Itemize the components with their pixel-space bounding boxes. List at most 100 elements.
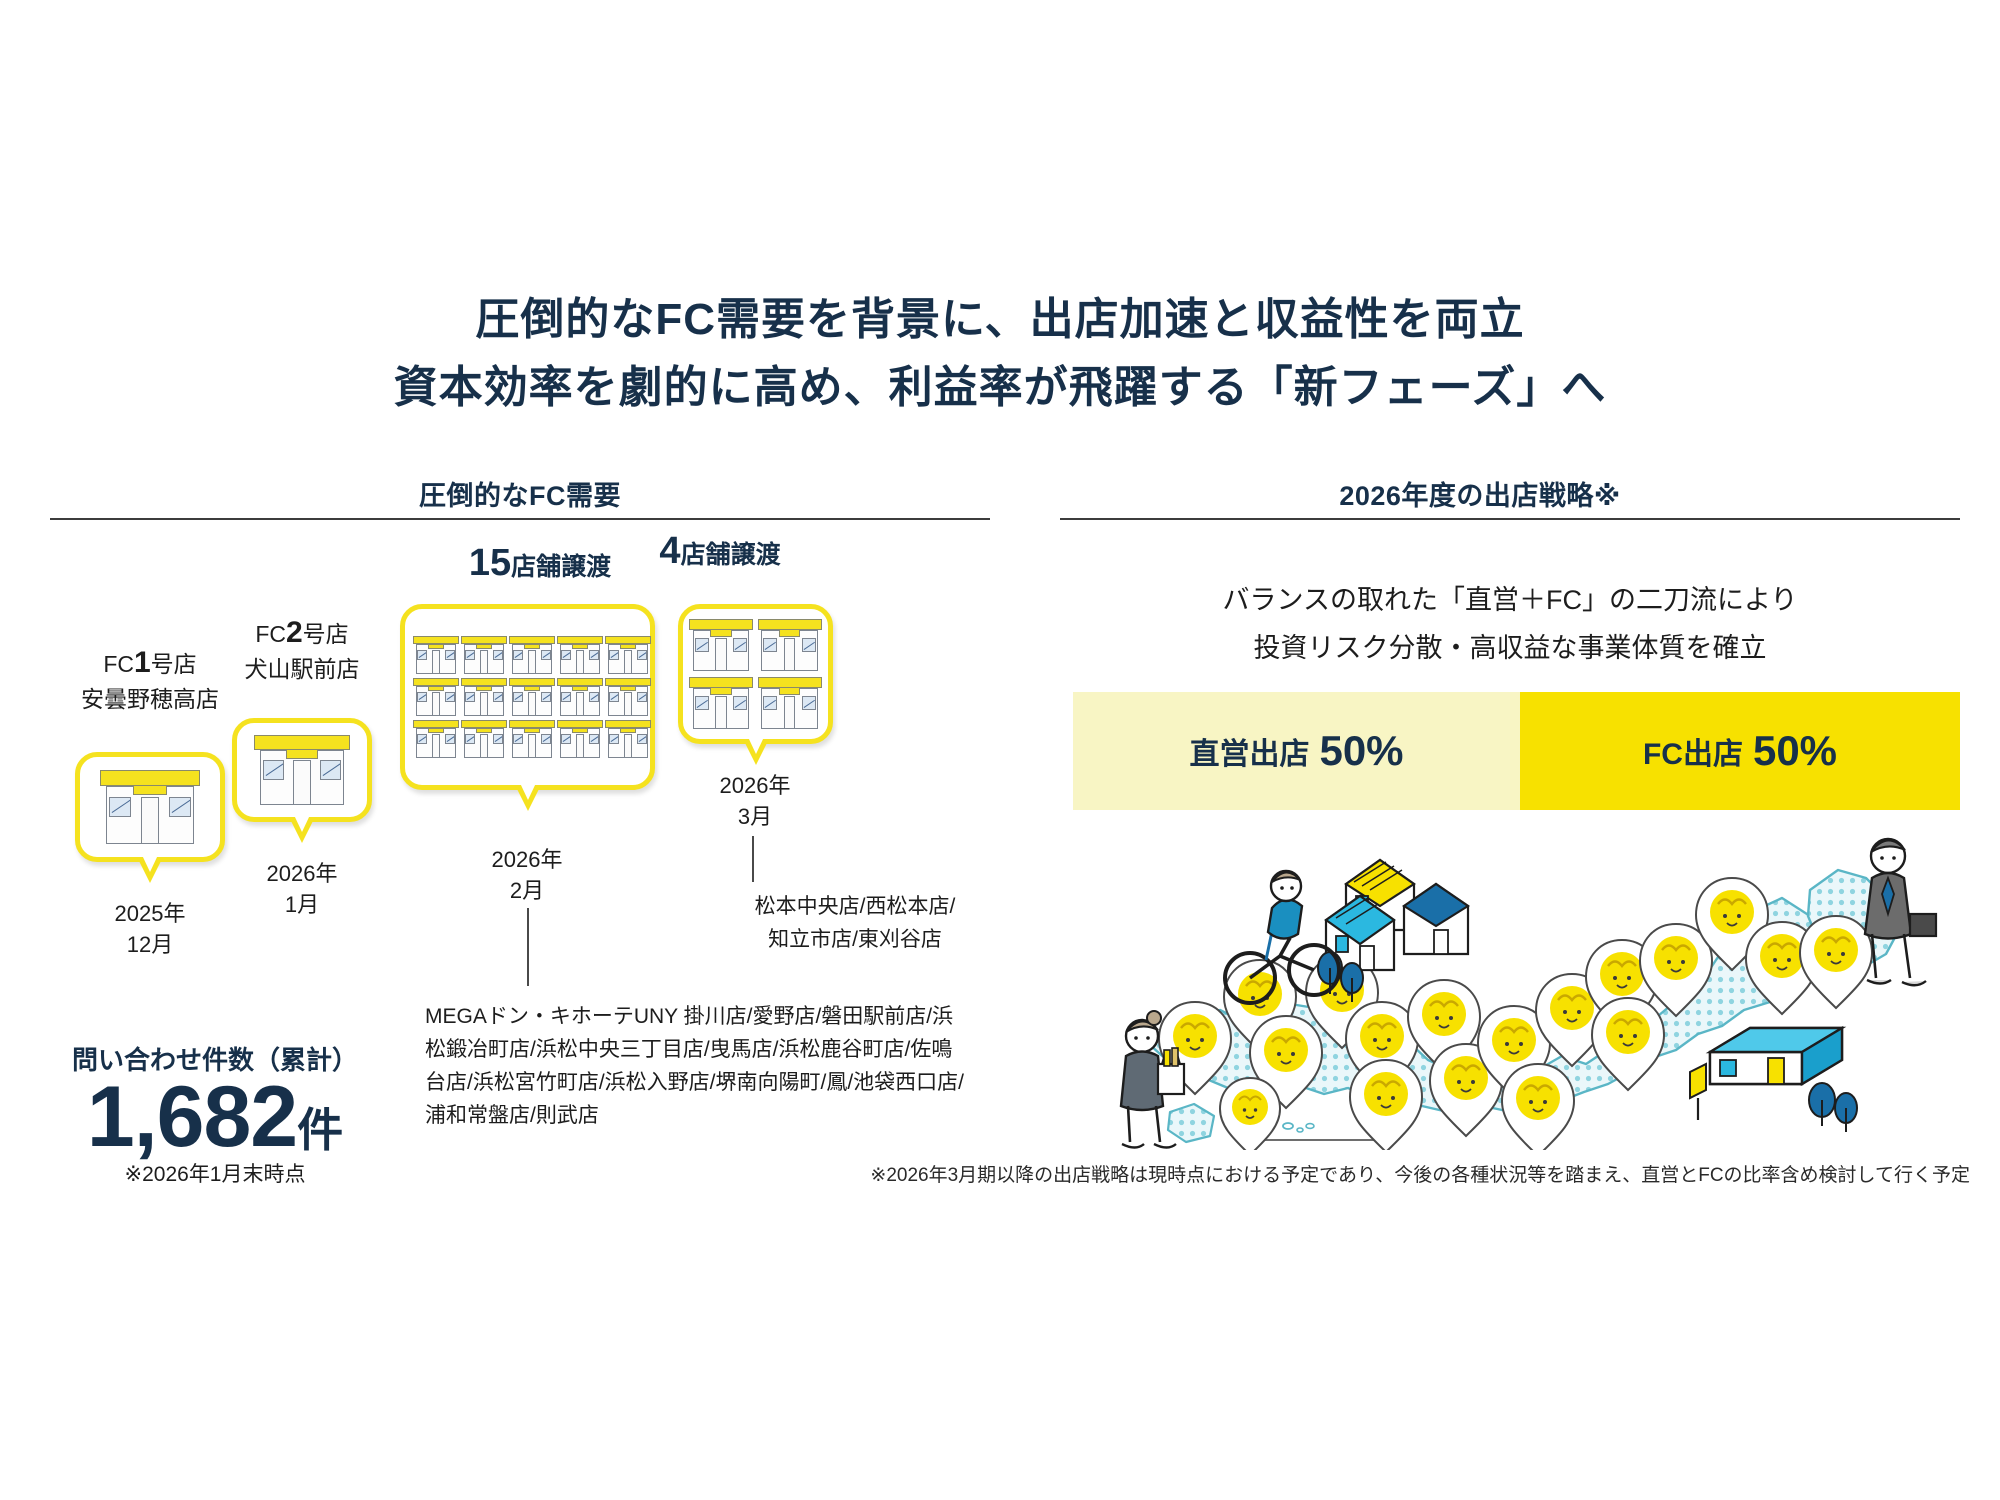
fc-store-1-name: 安曇野穂高店 bbox=[81, 686, 219, 712]
fc-store-1-date-month: 12月 bbox=[126, 932, 174, 957]
shopper-illustration bbox=[1119, 1010, 1186, 1149]
store-icon bbox=[757, 677, 822, 729]
fc-store-1-suffix: 号店 bbox=[150, 651, 197, 677]
store-icon bbox=[100, 770, 200, 844]
store-window-left-icon bbox=[609, 691, 620, 703]
store-icon bbox=[605, 720, 651, 758]
store-door-icon bbox=[141, 796, 159, 844]
title-line-1: 圧倒的なFC需要を背景に、出店加速と収益性を両立 bbox=[475, 295, 1525, 344]
store-window-left-icon bbox=[609, 733, 620, 745]
batch-15-count-suffix: 店舗譲渡 bbox=[511, 553, 612, 581]
store-door-icon bbox=[293, 760, 311, 805]
store-door-icon bbox=[527, 733, 537, 758]
store-door-icon bbox=[479, 649, 489, 674]
store-window-left-icon bbox=[417, 649, 428, 661]
right-panel-footnote: ※2026年3月期以降の出店戦略は現時点における予定であり、今後の各種状況等を踏… bbox=[870, 1165, 1970, 1186]
store-window-right-icon bbox=[733, 637, 748, 653]
store-icon bbox=[509, 678, 555, 716]
businessman-illustration bbox=[1863, 837, 1938, 987]
store-sign-icon bbox=[476, 727, 492, 733]
store-icon bbox=[689, 677, 753, 729]
fc-store-1-title: FC1号店 bbox=[40, 646, 260, 681]
fc-store-1-bubble bbox=[75, 752, 225, 883]
bubble-tail bbox=[742, 737, 769, 765]
fc-store-1-date-year: 2025年 bbox=[114, 901, 186, 926]
batch-15-date-year: 2026年 bbox=[491, 847, 563, 872]
store-window-left-icon bbox=[561, 649, 572, 661]
batch-4-shop-list: 松本中央店/西松本店/ 知立市店/東刈谷店 bbox=[690, 890, 1020, 956]
store-door-icon bbox=[431, 691, 441, 716]
store-sign-icon bbox=[524, 727, 540, 733]
store-window-right-icon bbox=[169, 796, 191, 818]
store-sign-icon bbox=[620, 727, 636, 733]
inquiry-count-value: 1,682 bbox=[86, 1069, 298, 1165]
batch-15-leader-line bbox=[527, 908, 529, 986]
store-icon bbox=[461, 678, 507, 716]
fc-store-1-date: 2025年 12月 bbox=[60, 898, 240, 960]
store-window-right-icon bbox=[636, 649, 647, 661]
right-lead-text: バランスの取れた「直営＋FC」の二刀流により 投資リスク分散・高収益な事業体質を… bbox=[1060, 576, 1960, 672]
store-window-left-icon bbox=[694, 637, 709, 653]
store-icon bbox=[557, 678, 603, 716]
store-window-right-icon bbox=[801, 637, 816, 653]
batch-4-date: 2026年 3月 bbox=[680, 770, 830, 832]
store-door-icon bbox=[575, 691, 585, 716]
ratio-fc-label: FC出店 bbox=[1642, 738, 1743, 771]
store-window-right-icon bbox=[444, 733, 455, 745]
inquiry-count-note: ※2026年1月末時点 bbox=[124, 1163, 306, 1186]
right-lead-line-2: 投資リスク分散・高収益な事業体質を確立 bbox=[1253, 633, 1767, 663]
store-icon bbox=[461, 720, 507, 758]
store-door-icon bbox=[479, 733, 489, 758]
fc-store-2-date-year: 2026年 bbox=[266, 861, 338, 886]
store-window-left-icon bbox=[513, 649, 524, 661]
store-icon bbox=[509, 636, 555, 674]
store-sign-icon bbox=[620, 643, 636, 649]
store-window-left-icon bbox=[763, 637, 778, 653]
fc-store-2-prefix: FC bbox=[255, 621, 286, 647]
fc-store-2-bubble bbox=[232, 718, 372, 843]
store-window-right-icon bbox=[492, 691, 503, 703]
page-title: 圧倒的なFC需要を背景に、出店加速と収益性を両立 資本効率を劇的に高め、利益率が… bbox=[0, 286, 2000, 422]
store-door-icon bbox=[623, 691, 633, 716]
store-sign-icon bbox=[476, 685, 492, 691]
store-window-left-icon bbox=[513, 733, 524, 745]
store-window-right-icon bbox=[540, 691, 551, 703]
store-sign-icon bbox=[524, 685, 540, 691]
store-window-right-icon bbox=[320, 760, 342, 780]
store-icon bbox=[557, 720, 603, 758]
ratio-fc-value: 50% bbox=[1752, 727, 1838, 774]
store-window-right-icon bbox=[492, 649, 503, 661]
ratio-direct-value: 50% bbox=[1319, 727, 1404, 774]
bubble-tail bbox=[289, 815, 315, 843]
batch-4-shop-list-line-1: 松本中央店/西松本店/ bbox=[754, 895, 956, 918]
store-window-left-icon bbox=[417, 733, 428, 745]
batch-4-shop-list-line-2: 知立市店/東刈谷店 bbox=[768, 928, 942, 951]
batch-4-count-label: 4店舗譲渡 bbox=[590, 530, 850, 573]
inquiry-count-unit: 件 bbox=[297, 1104, 344, 1156]
ratio-bar-fc: FC出店 50% bbox=[1520, 692, 1960, 810]
store-sign-icon bbox=[778, 629, 801, 637]
store-window-left-icon bbox=[109, 796, 131, 818]
store-window-right-icon bbox=[588, 733, 599, 745]
store-sign-icon bbox=[572, 685, 588, 691]
store-icon bbox=[605, 636, 651, 674]
fc-store-2-date-month: 1月 bbox=[284, 892, 320, 917]
bubble-tail bbox=[137, 855, 163, 883]
store-door-icon bbox=[623, 649, 633, 674]
batch-15-store-grid bbox=[413, 636, 651, 758]
store-window-right-icon bbox=[588, 649, 599, 661]
store-window-left-icon bbox=[513, 691, 524, 703]
store-icon bbox=[413, 678, 459, 716]
bubble-tail bbox=[514, 783, 541, 811]
batch-15-count-label: 15店舗譲渡 bbox=[400, 542, 680, 585]
store-window-left-icon bbox=[694, 695, 709, 711]
store-door-icon bbox=[575, 649, 585, 674]
store-window-right-icon bbox=[540, 733, 551, 745]
store-window-right-icon bbox=[588, 691, 599, 703]
store-door-icon bbox=[527, 691, 537, 716]
store-sign-icon bbox=[710, 687, 732, 695]
store-window-left-icon bbox=[763, 695, 778, 711]
ratio-direct-label: 直営出店 bbox=[1189, 738, 1310, 771]
store-icon bbox=[689, 619, 753, 671]
